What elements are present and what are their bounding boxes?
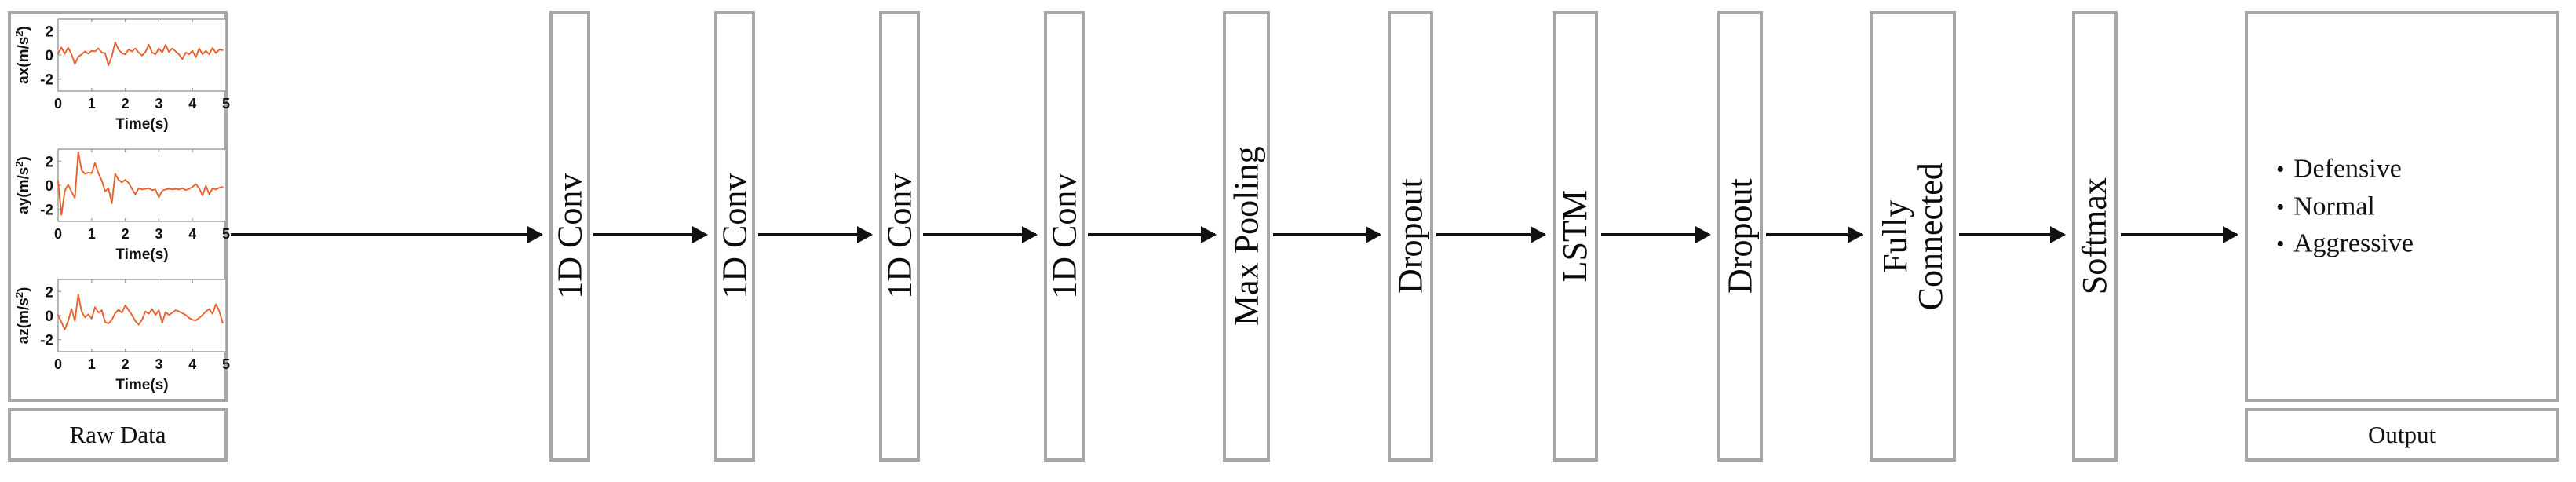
svg-text:2: 2 <box>122 356 130 372</box>
svg-text:-2: -2 <box>40 333 53 349</box>
layer-box-dropout-5[interactable]: Dropout <box>1388 11 1433 462</box>
svg-text:1: 1 <box>88 226 96 242</box>
bullet-icon: • <box>2276 231 2285 257</box>
svg-text:4: 4 <box>188 96 196 111</box>
svg-text:az(m/s2): az(m/s2) <box>13 287 33 345</box>
svg-text:0: 0 <box>45 48 53 64</box>
svg-text:2: 2 <box>45 284 53 301</box>
arrow-right-icon-6 <box>1436 226 1546 243</box>
arrow-right-icon-4 <box>1088 226 1217 243</box>
svg-text:4: 4 <box>188 356 196 372</box>
layer-box-1d-conv-1[interactable]: 1D Conv <box>714 11 755 462</box>
svg-text:Time(s): Time(s) <box>115 377 168 393</box>
layer-box-softmax-9[interactable]: Softmax <box>2072 11 2118 462</box>
arrow-right-icon-1 <box>593 226 708 243</box>
output-class-item: • Normal <box>2276 188 2414 225</box>
output-class-label: Aggressive <box>2293 228 2414 258</box>
layer-box-max-pooling-4[interactable]: Max Pooling <box>1223 11 1270 462</box>
svg-text:Time(s): Time(s) <box>115 116 168 133</box>
svg-text:0: 0 <box>54 356 62 372</box>
svg-text:Time(s): Time(s) <box>115 246 168 263</box>
svg-text:3: 3 <box>155 356 162 372</box>
layer-box-1d-conv-3[interactable]: 1D Conv <box>1044 11 1085 462</box>
svg-text:2: 2 <box>122 96 130 111</box>
svg-text:5: 5 <box>222 96 230 111</box>
svg-text:0: 0 <box>54 226 62 242</box>
layer-label: Softmax <box>2075 177 2114 295</box>
svg-text:1: 1 <box>88 96 96 111</box>
arrow-right-icon-0 <box>231 226 543 243</box>
arrow-right-icon-7 <box>1601 226 1711 243</box>
output-caption-label: Output <box>2367 421 2436 448</box>
output-class-list: • Defensive • Normal • Aggressive <box>2276 151 2414 263</box>
svg-text:0: 0 <box>45 309 53 325</box>
output-caption-box: Output <box>2245 408 2559 462</box>
svg-text:1: 1 <box>88 356 96 372</box>
arrow-right-icon-3 <box>923 226 1038 243</box>
layer-label: 1D Conv <box>715 173 754 300</box>
svg-text:4: 4 <box>188 226 196 242</box>
svg-text:2: 2 <box>45 24 53 40</box>
arrow-right-icon-8 <box>1766 226 1863 243</box>
svg-text:3: 3 <box>155 226 162 242</box>
layer-label: 1D Conv <box>880 173 919 300</box>
svg-text:5: 5 <box>222 226 230 242</box>
arrow-right-icon-2 <box>758 226 873 243</box>
layer-label: 1D Conv <box>550 173 589 300</box>
layer-box-1d-conv-0[interactable]: 1D Conv <box>549 11 590 462</box>
raw-data-caption-box: Raw Data <box>8 408 228 462</box>
svg-text:ay(m/s2): ay(m/s2) <box>13 156 33 214</box>
output-class-label: Defensive <box>2293 154 2402 184</box>
layer-box-dropout-7[interactable]: Dropout <box>1717 11 1763 462</box>
bullet-icon: • <box>2276 156 2285 183</box>
layer-label: LSTM <box>1556 190 1595 283</box>
bullet-icon: • <box>2276 194 2285 221</box>
raw-data-caption-label: Raw Data <box>69 421 166 448</box>
svg-text:2: 2 <box>45 154 53 170</box>
layer-box-1d-conv-2[interactable]: 1D Conv <box>879 11 920 462</box>
arrow-right-icon-9 <box>1959 226 2066 243</box>
svg-text:5: 5 <box>222 356 230 372</box>
output-class-item: • Aggressive <box>2276 225 2414 263</box>
layer-label: Max Pooling <box>1227 146 1266 327</box>
output-class-item: • Defensive <box>2276 151 2414 188</box>
layer-label: Dropout <box>1720 178 1760 294</box>
svg-text:-2: -2 <box>40 203 53 219</box>
arrow-right-icon-10 <box>2121 226 2238 243</box>
svg-text:-2: -2 <box>40 72 53 89</box>
arrow-right-icon-5 <box>1273 226 1381 243</box>
svg-text:2: 2 <box>122 226 130 242</box>
layer-label: Dropout <box>1391 178 1430 294</box>
svg-text:ax(m/s2): ax(m/s2) <box>13 26 33 84</box>
svg-text:0: 0 <box>54 96 62 111</box>
svg-text:0: 0 <box>45 178 53 195</box>
output-classes-box: • Defensive • Normal • Aggressive <box>2245 11 2559 402</box>
svg-text:3: 3 <box>155 96 162 111</box>
layer-box-lstm-6[interactable]: LSTM <box>1553 11 1598 462</box>
layer-label: 1D Conv <box>1045 173 1084 300</box>
output-class-label: Normal <box>2293 192 2375 221</box>
